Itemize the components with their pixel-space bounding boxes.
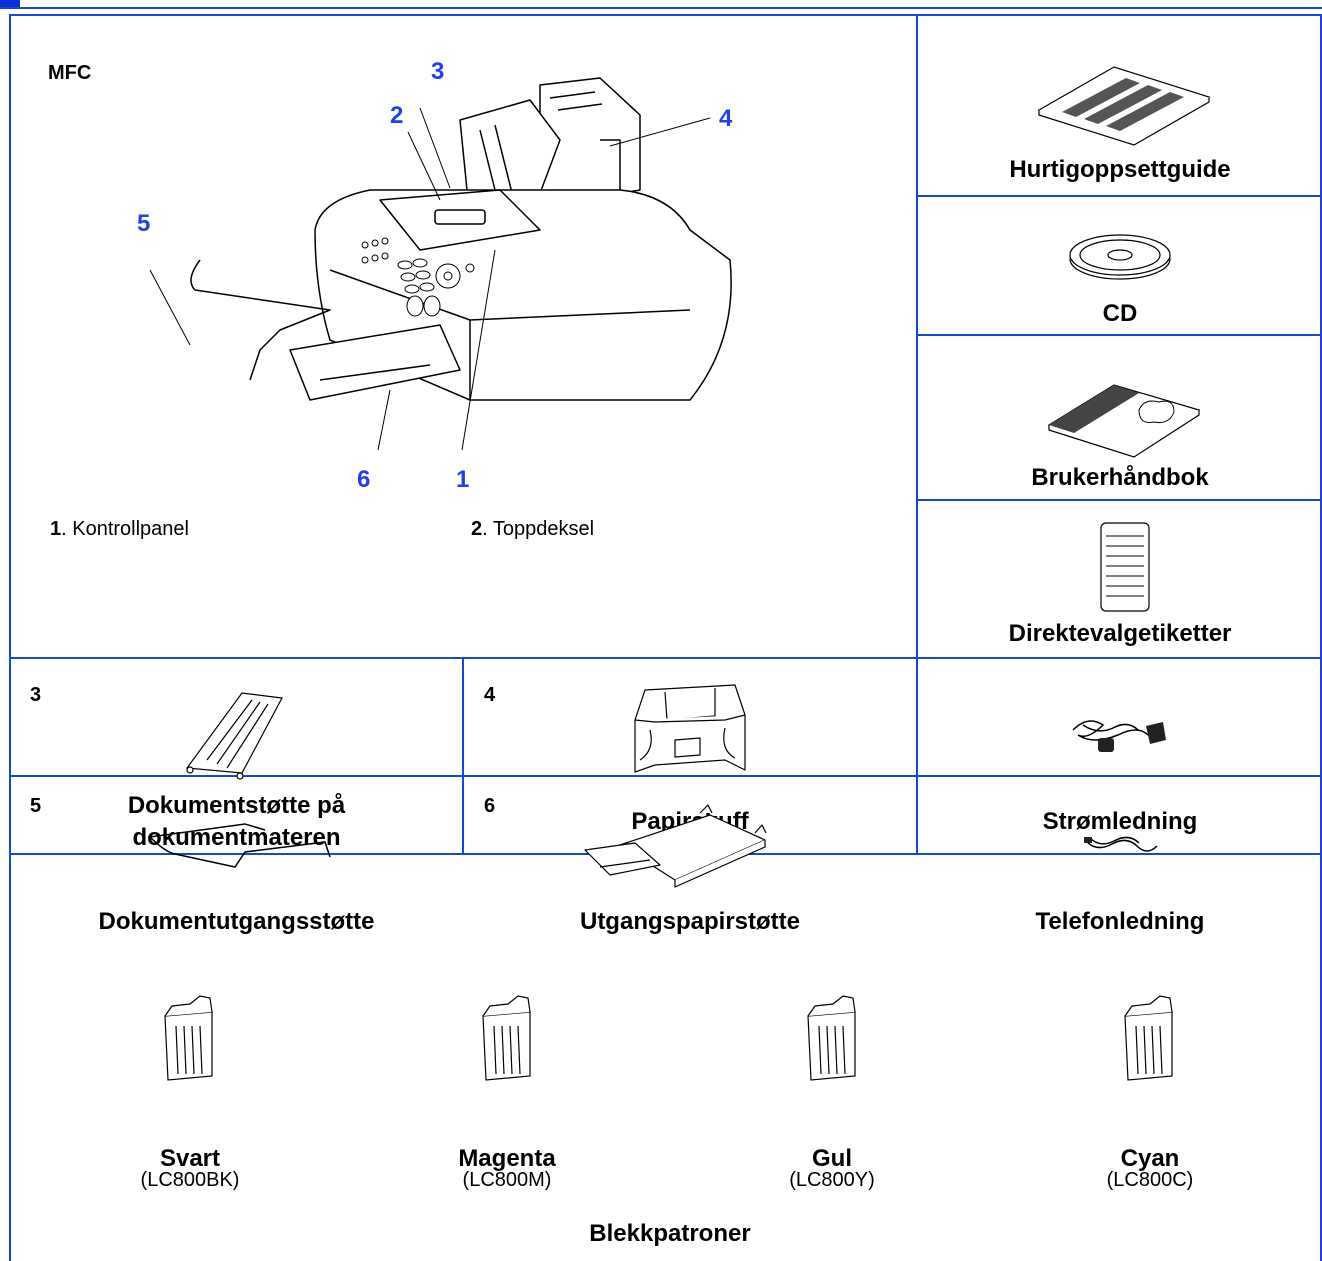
legend-item-top-cover: 2. Toppdeksel [471,518,595,540]
power-cord-icon [1072,720,1166,752]
accessory-label: Utgangspapirstøtte [579,908,800,935]
divider [9,657,1322,659]
accessory-number-5: 5 [30,795,42,817]
accessory-label: Dokumentstøtte på [127,792,346,819]
header-accent-block [0,0,20,9]
accessory-number: 3 [30,684,42,706]
document-output-support-icon [149,823,331,868]
accessory-label: Telefonledning [1035,908,1205,935]
cartridge-name: Gul [812,1145,852,1172]
ink-cartridge-icon [1124,995,1173,1081]
cartridge-code: (LC800BK) [140,1169,240,1191]
ink-cartridges-title: Blekkpatroner [589,1220,751,1247]
side-item-label: Brukerhåndbok [1031,464,1209,491]
cd-icon [1069,234,1171,280]
accessory-number: 4 [484,684,496,706]
legend-item-control-panel: 1. Kontrollpanel [50,518,189,540]
quick-setup-guide-icon [1037,66,1211,146]
user-guide-icon [1047,384,1201,458]
callout-1: 1 [456,466,470,493]
document-support-icon [185,692,283,780]
side-item-label: Hurtigoppsettguide [1009,156,1231,183]
callout-leaders [149,107,711,451]
cartridge-name: Cyan [1120,1145,1180,1172]
accessory-label: dokumentmateren [132,824,341,851]
telephone-cord-icon [1084,836,1158,852]
divider [916,14,918,853]
ink-cartridge-icon [482,995,531,1081]
output-paper-support-icon [584,804,767,888]
paper-tray-icon [634,684,746,773]
header-rule [0,7,1322,9]
side-item-label: Direktevalgetiketter [1008,620,1232,647]
callout-5: 5 [137,210,151,237]
model-label: MFC [48,62,92,84]
accessory-number-6: 6 [484,795,496,817]
cartridge-code: (LC800Y) [789,1169,875,1191]
divider [916,499,1322,501]
divider [462,657,464,853]
callout-3: 3 [431,58,445,85]
ink-cartridge-icon [164,995,213,1081]
accessory-label: Strømledning [1042,808,1198,835]
cartridge-code: (LC800C) [1106,1169,1194,1191]
divider [916,334,1322,336]
ink-cartridge-icon [807,995,856,1081]
side-item-label: CD [1102,300,1138,327]
divider [9,775,1322,777]
callout-6: 6 [357,466,371,493]
speed-dial-labels-icon [1100,522,1150,612]
cartridge-code: (LC800M) [462,1169,552,1191]
contents-table [9,14,1322,1261]
callout-2: 2 [390,102,404,129]
callout-4: 4 [719,105,733,132]
mfc-machine-illustration [190,77,732,401]
divider [916,195,1322,197]
accessory-label: Dokumentutgangsstøtte [98,908,375,935]
cartridge-name: Svart [159,1145,221,1172]
cartridge-name: Magenta [458,1145,556,1172]
